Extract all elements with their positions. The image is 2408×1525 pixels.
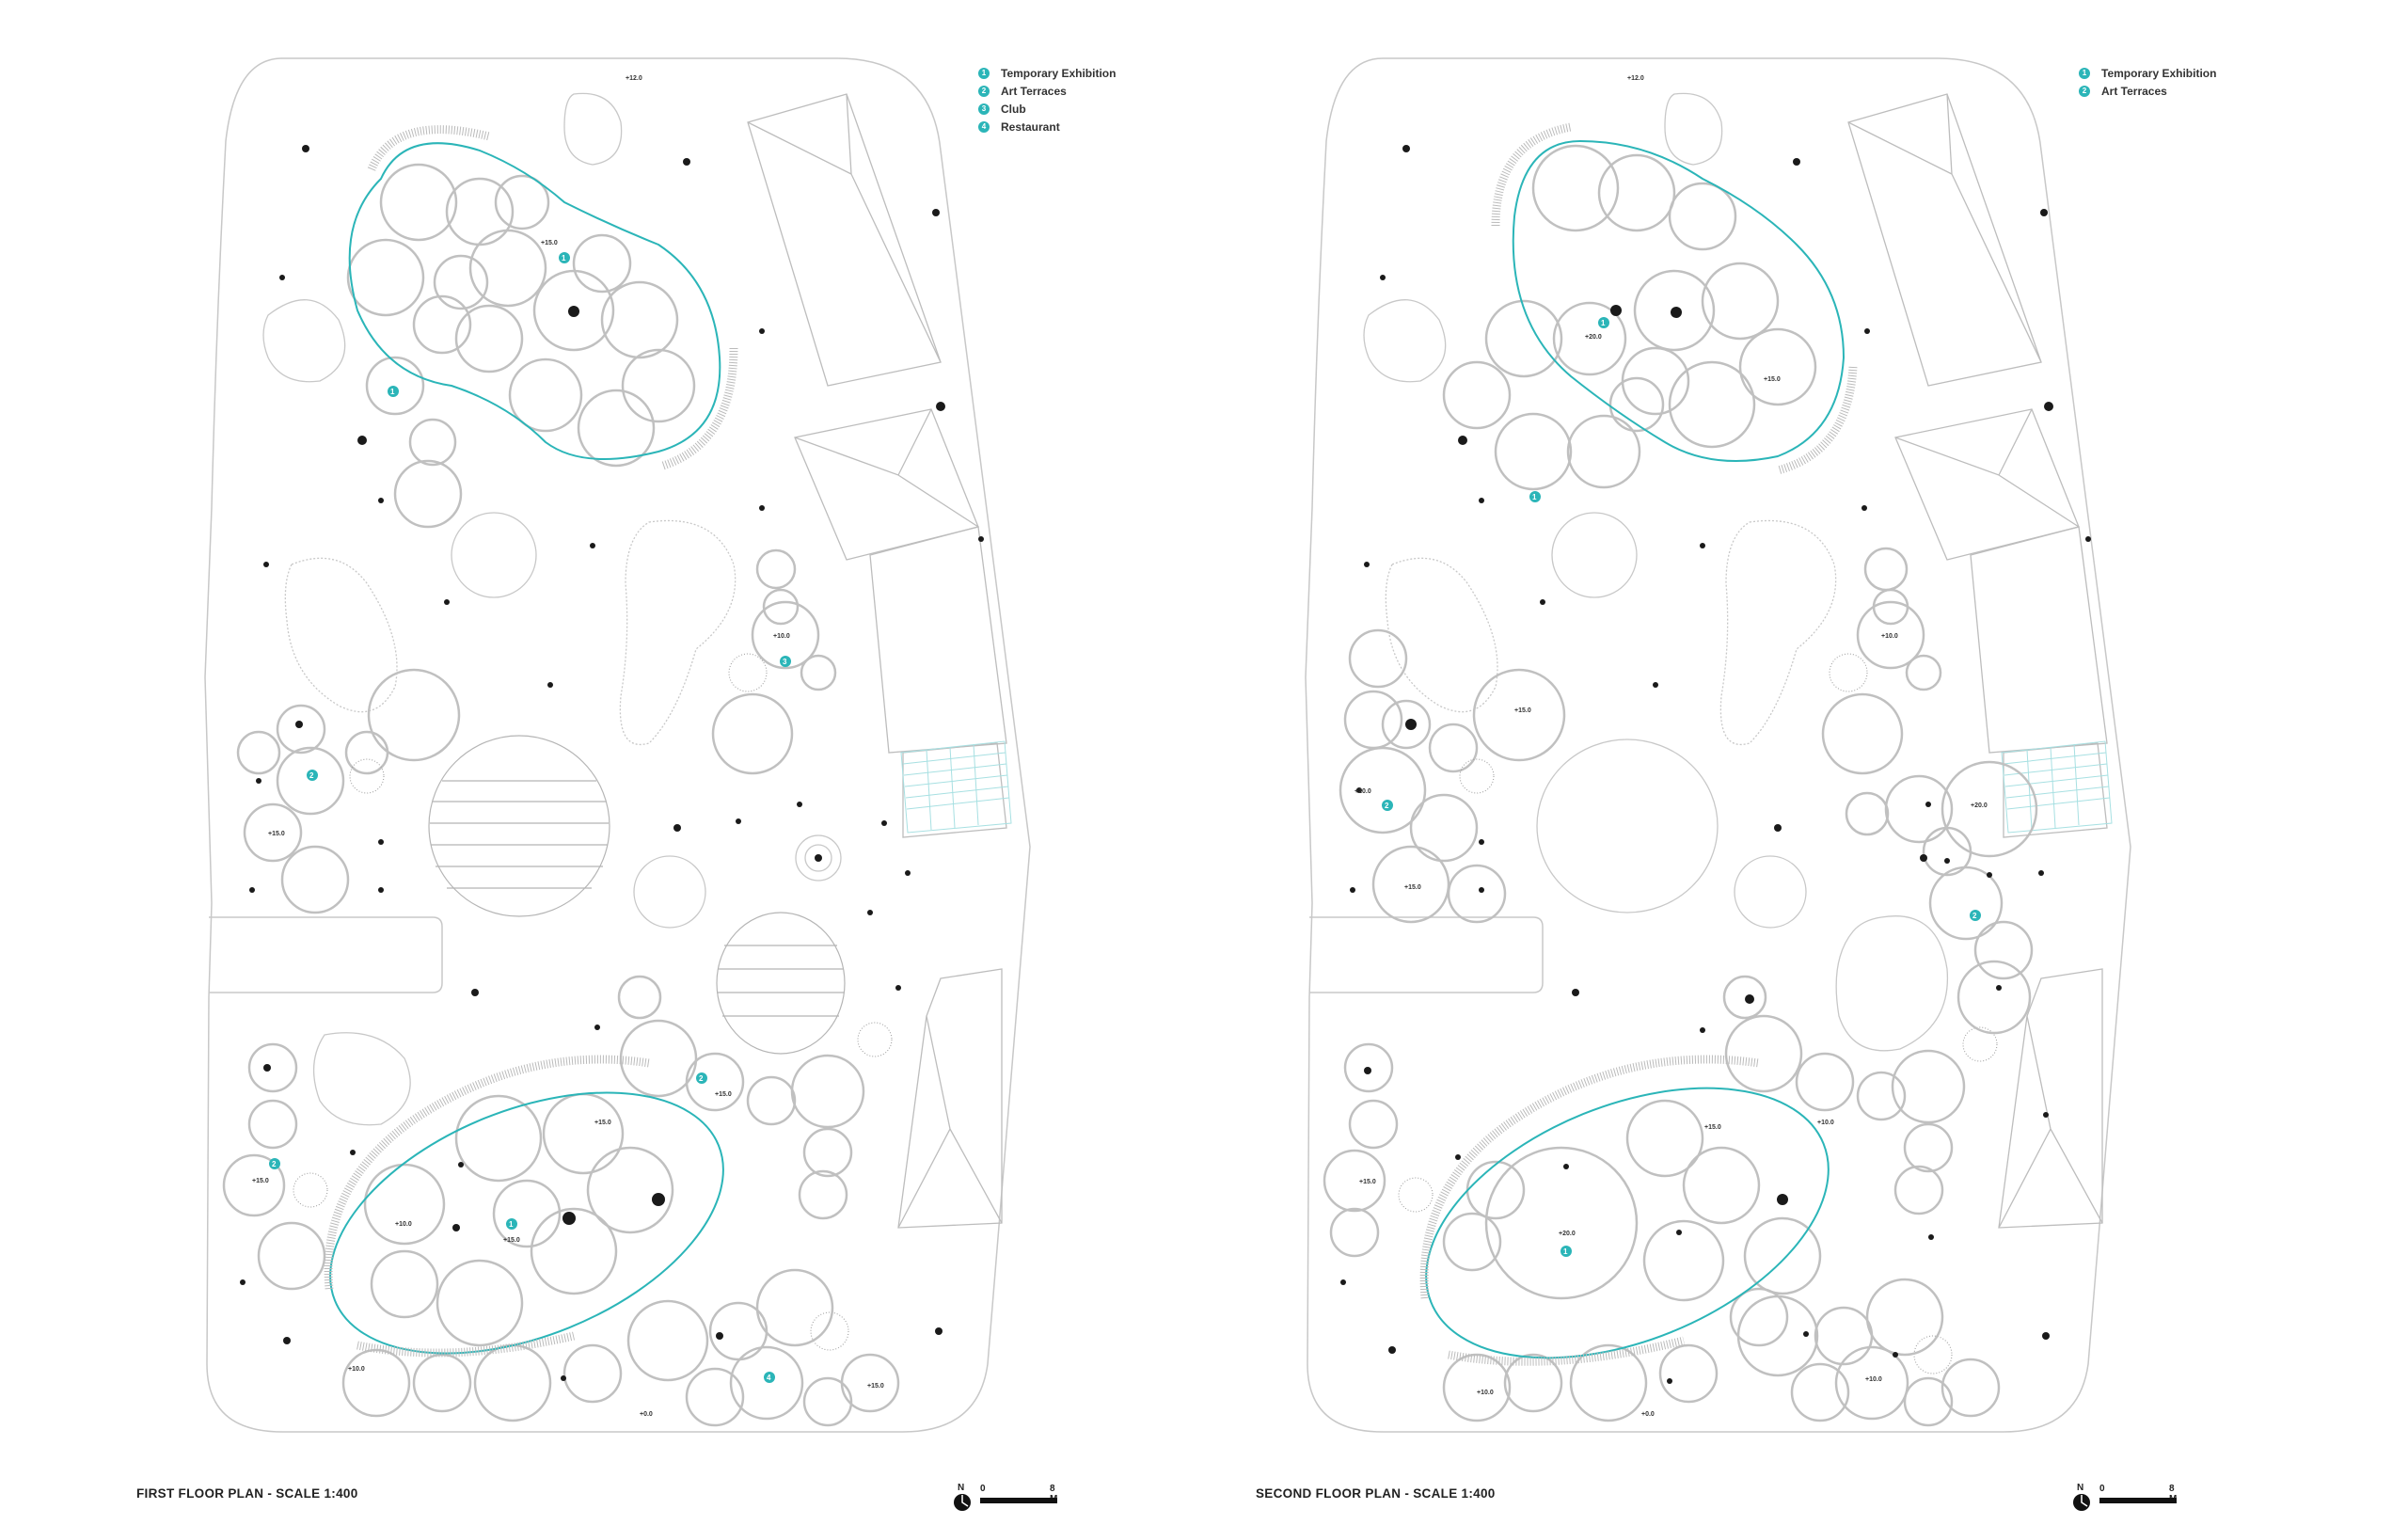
legend-item: 3 Club (978, 100, 1116, 118)
svg-text:2: 2 (1385, 802, 1389, 810)
svg-text:1: 1 (562, 254, 566, 262)
legend-item: 1 Temporary Exhibition (978, 64, 1116, 82)
site-boundary (1305, 57, 2131, 1433)
legend-badge: 2 (978, 85, 990, 97)
second-floor-drawing: 1 1 2 2 1 +12.0 +20.0 +15.0 +10.0 +15.0 … (1305, 57, 2131, 1433)
svg-text:2: 2 (699, 1074, 704, 1083)
svg-text:1: 1 (390, 388, 395, 396)
elevation-label: +0.0 (640, 1411, 653, 1418)
svg-text:2: 2 (309, 771, 314, 780)
elevation-label: +10.0 (1881, 633, 1898, 640)
elevation-label: +12.0 (1627, 75, 1644, 82)
legend: 1 Temporary Exhibition 2 Art Terraces 3 Clu… (978, 64, 1116, 135)
site-boundary (204, 57, 1031, 1433)
elevation-label: +10.0 (395, 1221, 412, 1228)
svg-text:1: 1 (1532, 493, 1537, 501)
elevation-label: +15.0 (1404, 884, 1421, 891)
elevation-label: +10.0 (1817, 1120, 1834, 1126)
elevation-label: +20.0 (1354, 788, 1371, 795)
elevation-label: +10.0 (1865, 1376, 1882, 1383)
elevation-label: +20.0 (1971, 802, 1988, 809)
legend-label: Art Terraces (1001, 84, 1067, 98)
elevation-label: +15.0 (541, 240, 558, 246)
north-curve (348, 142, 721, 460)
legend-item: 4 Restaurant (978, 118, 1116, 135)
elevation-labels: +12.0 +15.0 +10.0 +15.0 +15.0 +15.0 +15.… (252, 75, 884, 1418)
scale-bar: N 0 8 M (952, 1483, 1065, 1515)
north-arrow-icon (954, 1494, 971, 1511)
elevation-label: +15.0 (503, 1237, 520, 1244)
elevation-label: +15.0 (1704, 1124, 1721, 1131)
elevation-label: +15.0 (715, 1091, 732, 1098)
legend-item: 1 Temporary Exhibition (2079, 64, 2216, 82)
legend-badge: 2 (2079, 85, 2090, 97)
scale-bar: N 0 8 M (2071, 1483, 2184, 1515)
elevation-label: +15.0 (1514, 707, 1531, 714)
legend: 1 Temporary Exhibition 2 Art Terraces (2079, 64, 2216, 100)
north-label: N (958, 1483, 965, 1493)
elevation-label: +15.0 (252, 1178, 269, 1184)
legend-label: Temporary Exhibition (2101, 66, 2217, 80)
elevation-label: +15.0 (594, 1120, 611, 1126)
existing-buildings (747, 93, 1007, 1229)
plan-title: SECOND FLOOR PLAN - SCALE 1:400 (1256, 1486, 1496, 1501)
svg-text:1: 1 (1601, 319, 1606, 327)
legend-label: Art Terraces (2101, 84, 2167, 98)
legend-badge: 4 (978, 120, 990, 133)
legend-badge: 1 (2079, 67, 2090, 79)
plan-badges: 1 1 2 3 2 2 1 4 (269, 252, 791, 1383)
first-floor-plan: 1 1 2 3 2 2 1 4 +12.0 +15.0 +10.0 +15.0 … (136, 57, 1116, 1515)
svg-text:3: 3 (783, 658, 787, 666)
plan-title: FIRST FLOOR PLAN - SCALE 1:400 (136, 1486, 358, 1501)
north-arrow-icon (2073, 1494, 2090, 1511)
elevation-label: +10.0 (773, 633, 790, 640)
first-floor-drawing: 1 1 2 3 2 2 1 4 +12.0 +15.0 +10.0 +15.0 … (204, 57, 1031, 1433)
elevation-label: +20.0 (1559, 1231, 1576, 1237)
elevation-label: +15.0 (1359, 1179, 1376, 1185)
elevation-label: +12.0 (626, 75, 642, 82)
legend-badge: 1 (978, 67, 990, 79)
legend-label: Restaurant (1001, 119, 1060, 134)
svg-text:1: 1 (509, 1220, 514, 1229)
elevation-label: +20.0 (1585, 334, 1602, 341)
elevation-label: +15.0 (268, 831, 285, 837)
second-floor-plan: 1 1 2 2 1 +12.0 +20.0 +15.0 +10.0 +15.0 … (1101, 0, 2408, 1525)
svg-text:4: 4 (767, 1374, 771, 1382)
elevation-label: +15.0 (1764, 376, 1781, 383)
north-label: N (2077, 1483, 2084, 1493)
svg-text:2: 2 (272, 1160, 277, 1168)
svg-text:1: 1 (1563, 1247, 1568, 1256)
scale-bar-line (2099, 1498, 2177, 1503)
legend-item: 2 Art Terraces (978, 82, 1116, 100)
south-curve (329, 1091, 724, 1355)
legend-badge: 3 (978, 103, 990, 115)
scale-zero: 0 (980, 1484, 986, 1494)
elevation-label: +10.0 (1477, 1390, 1494, 1396)
svg-text:2: 2 (1972, 912, 1977, 920)
legend-item: 2 Art Terraces (2079, 82, 2216, 100)
scale-bar-line (980, 1498, 1057, 1503)
legend-label: Temporary Exhibition (1001, 66, 1117, 80)
scale-zero: 0 (2099, 1484, 2105, 1494)
legend-label: Club (1001, 102, 1026, 116)
elevation-label: +15.0 (867, 1383, 884, 1390)
elevation-label: +10.0 (348, 1366, 365, 1373)
elevation-label: +0.0 (1641, 1411, 1655, 1418)
